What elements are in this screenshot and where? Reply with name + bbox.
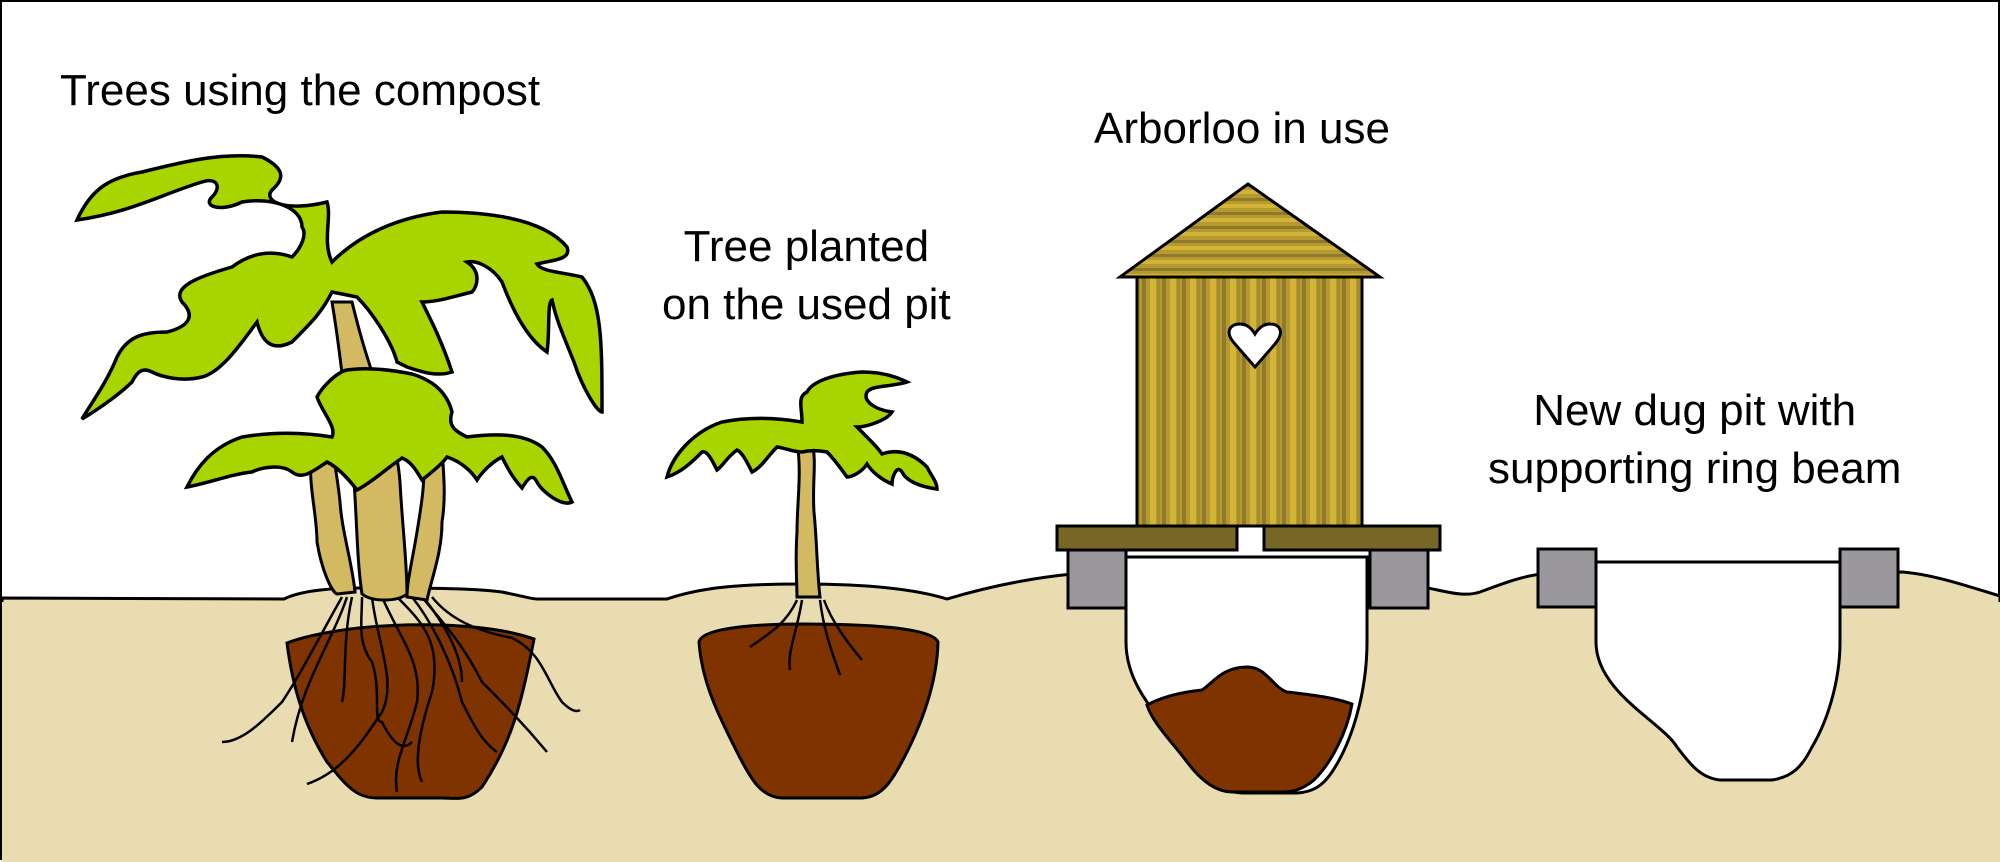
mature-canopy-top [74,153,604,421]
mature-trunk-left [309,439,357,596]
young-trunk [794,440,822,599]
label-tree-planted: Tree planted on the used pit [662,218,951,334]
young-roots [749,599,863,676]
floor-slab-left [1055,524,1239,552]
new-pit-ring-beam-left [1536,547,1598,609]
label-arborloo-in-use: Arborloo in use [1094,104,1390,153]
heart-window-icon [1227,322,1282,370]
label-tree-planted-line2: on the used pit [662,280,951,329]
mature-trunk-right [405,440,446,602]
arborloo-group [1055,182,1442,795]
label-tree-planted-line1: Tree planted [683,222,930,271]
label-new-pit-line2: supporting ring beam [1488,444,1902,493]
mature-canopy-lower [183,367,575,505]
label-trees-using-compost: Trees using the compost [60,66,541,115]
shelter-roof [1115,182,1385,279]
label-new-pit-line1: New dug pit with [1533,386,1857,435]
new-dug-pit [1594,560,1842,782]
label-new-dug-pit: New dug pit with supporting ring beam [1488,382,1901,498]
arborloo-excreta [1145,665,1354,794]
young-canopy [664,370,939,491]
mature-trees-group [74,153,604,800]
floor-slab-right [1262,524,1442,552]
young-tree-group [664,370,940,800]
arborloo-ring-beam-right [1368,548,1430,610]
new-pit-group [1536,547,1900,782]
new-pit-ring-beam-right [1838,547,1900,609]
used-compost-pit [697,622,940,800]
arborloo-ring-beam-left [1066,548,1128,610]
shelter-wall [1135,275,1364,528]
mature-roots [221,596,581,793]
